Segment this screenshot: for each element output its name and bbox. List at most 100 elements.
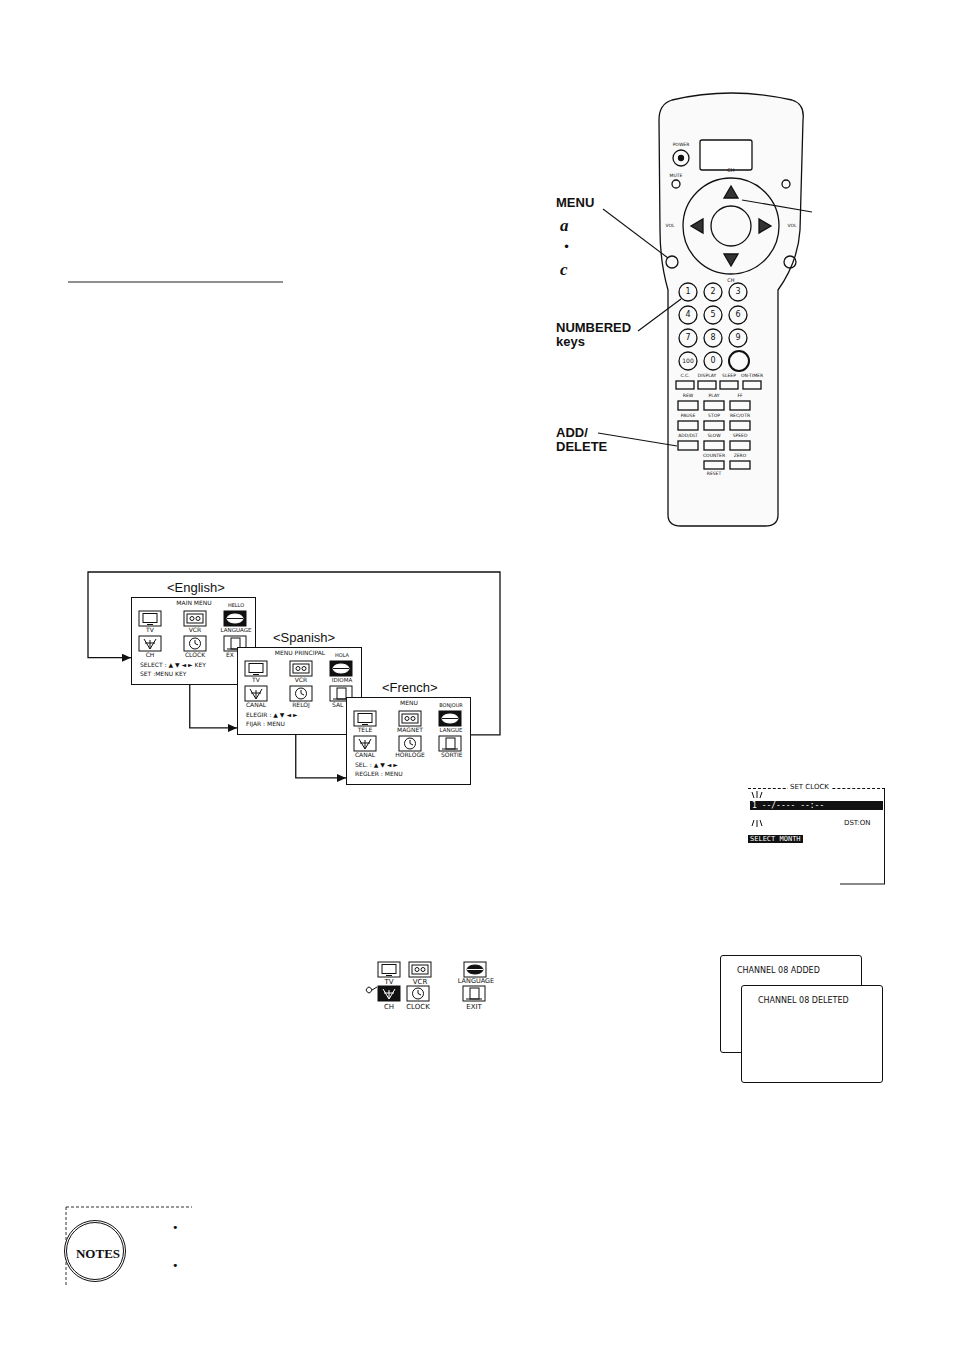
button-label: 5 (710, 311, 715, 320)
ant-icon (245, 686, 267, 701)
screen-text: MAGNET (397, 727, 423, 734)
button-label: 7 (685, 334, 690, 343)
remote-control (683, 178, 779, 274)
remote-control (784, 256, 796, 268)
remote-control (720, 381, 738, 389)
remote-control (659, 93, 803, 526)
vcr-icon (409, 962, 431, 977)
heading-rule (68, 281, 283, 282)
remote-control (729, 283, 747, 301)
screen-text: CH (146, 652, 155, 659)
remote-control (673, 150, 689, 166)
remote-control (711, 206, 751, 246)
remote-control (698, 381, 716, 389)
button-label: STOP (708, 414, 720, 419)
blink-marks (752, 820, 754, 826)
language-heading: <French> (382, 681, 438, 696)
lips-icon (330, 661, 352, 676)
button-label: MUTE (670, 174, 683, 179)
lips-icon (442, 714, 458, 723)
button-label: 8 (710, 334, 715, 343)
callout-label: ADD/ DELETE (556, 426, 616, 455)
screen-text: MAIN MENU (176, 600, 211, 607)
flow-arrow (190, 685, 237, 728)
lips-icon (333, 668, 349, 669)
tv-icon (354, 711, 376, 726)
lips-icon (224, 611, 246, 626)
button-label: C.C. (680, 374, 689, 379)
ant-icon (250, 689, 262, 699)
lips-icon (442, 718, 458, 719)
remote-control (782, 180, 790, 188)
screen-text: HELLO (228, 603, 244, 609)
remote-control (704, 352, 722, 370)
screen-text: HOLA (335, 653, 349, 659)
notes-badge: NOTES (64, 1220, 126, 1282)
lips-icon (227, 618, 243, 619)
remote-control (743, 381, 761, 389)
screen-text: CANAL (246, 702, 266, 709)
vcr-icon (421, 968, 425, 972)
remote-control (704, 306, 722, 324)
flow-arrow (296, 735, 346, 778)
tv-icon (378, 962, 400, 977)
button-label: RESET (707, 472, 721, 477)
callout-label: c (560, 261, 568, 280)
button-label: SLEEP (722, 374, 736, 379)
leader-line (603, 209, 668, 258)
remote-control (704, 421, 724, 430)
screen-text: HORLOGE (395, 752, 425, 759)
button-label: PAUSE (681, 414, 696, 419)
button-label: POWER (673, 143, 690, 148)
blink-marks (760, 820, 762, 826)
lips-icon (227, 614, 243, 623)
remote-control (679, 352, 697, 370)
remote-control (659, 93, 803, 526)
screen-text: CANAL (355, 752, 375, 759)
menu-icon-label: TV (384, 979, 393, 987)
menu-screen: <Spanish>MENU PRINCIPALHOLATVVCRIDIOMACA… (237, 647, 362, 735)
screen-text: LANGUE (440, 727, 463, 733)
remote-control (730, 401, 750, 410)
screen-text: DST:ON (844, 819, 870, 827)
tv-icon (245, 661, 267, 676)
remote-control (672, 180, 680, 188)
button-label: VOL (787, 224, 796, 229)
blink-marks (752, 792, 754, 798)
exit-icon (463, 986, 485, 1001)
vcr-icon (190, 617, 194, 621)
button-label: PLAY (709, 394, 720, 399)
remote-control (730, 461, 750, 469)
screen-text: SET CLOCK (788, 783, 831, 791)
lips-icon (330, 661, 352, 676)
screen-text: BONJOUR (439, 703, 463, 709)
exit-icon (439, 736, 461, 751)
clock-icon (413, 988, 424, 999)
remote-control (704, 461, 724, 469)
tv-icon (245, 661, 267, 676)
vcr-icon (302, 667, 306, 671)
button-label: 100 (682, 358, 693, 365)
menu-icon-label: CH (384, 1004, 394, 1012)
screen-text: CHANNEL 08 ADDED (737, 966, 820, 975)
ant-icon (383, 989, 395, 999)
clock-icon (290, 686, 312, 701)
ant-icon (139, 636, 161, 651)
exit-icon (442, 749, 458, 750)
exit-icon (446, 738, 455, 749)
remote-control (730, 441, 750, 450)
exit-icon (337, 688, 346, 699)
screen-text: SELECT : ▲ ▼ ◄ ► KEY (140, 662, 206, 669)
screen-text: SAL (332, 702, 343, 709)
menu-icon-label: CLOCK (406, 1004, 430, 1012)
screen-text: LANGUAGE (221, 627, 252, 633)
blink-marks (757, 791, 758, 798)
ant-icon (139, 636, 161, 651)
exit-icon (466, 999, 482, 1000)
vcr-icon (405, 717, 409, 721)
remote-control (704, 441, 724, 450)
vcr-icon (399, 711, 421, 726)
clock-icon (399, 736, 421, 751)
